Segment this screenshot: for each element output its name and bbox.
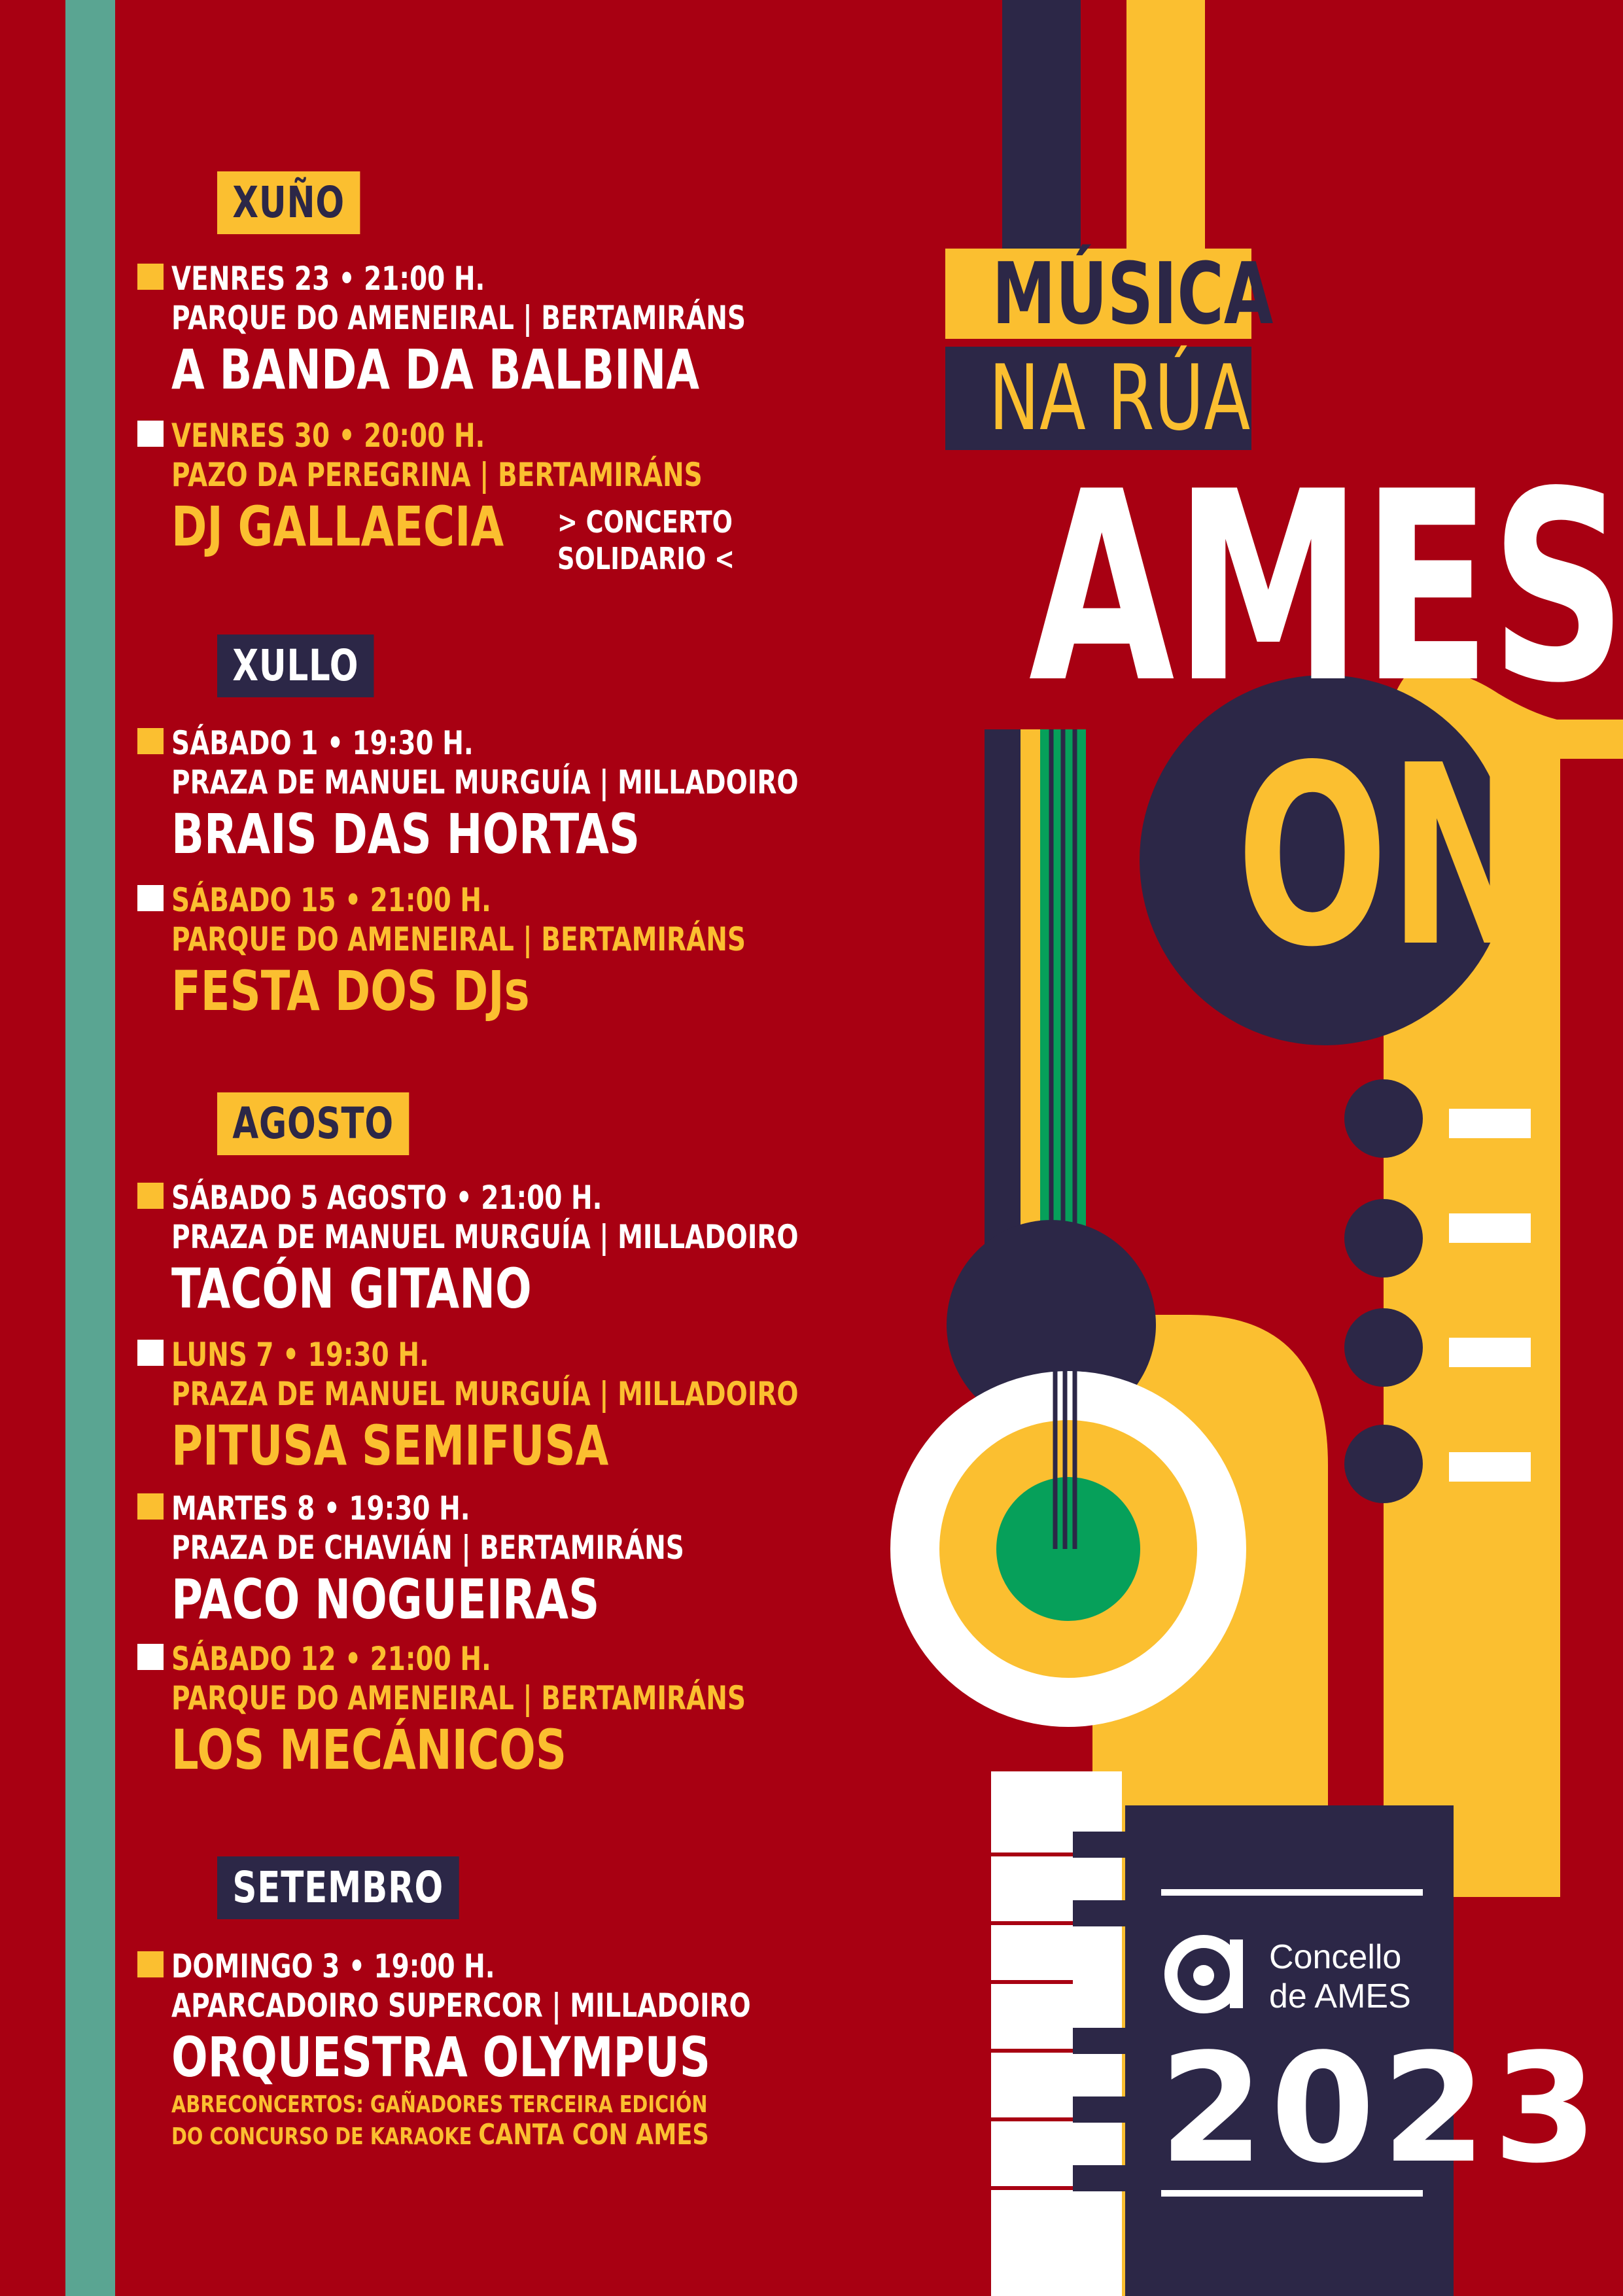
event-artist: PITUSA SEMIFUSA [171, 1414, 609, 1478]
event-item: SÁBADO 1 • 19:30 H. PRAZA DE MANUEL MURG… [137, 723, 975, 867]
event-item: LUNS 7 • 19:30 H. PRAZA DE MANUEL MURGUÍ… [137, 1334, 975, 1478]
decorative-teal-stripe [65, 0, 115, 2296]
event-place: PRAZA DE MANUEL MURGUÍA | MILLADOIRO [171, 1218, 799, 1256]
event-item: SÁBADO 15 • 21:00 H. PARQUE DO AMENEIRAL… [137, 880, 908, 1024]
month-xuno: XUÑO [217, 171, 360, 234]
title-musica: MÚSICA [945, 249, 1273, 339]
event-date: VENRES 23 • 21:00 H. [171, 260, 485, 298]
event-date: SÁBADO 12 • 21:00 H. [171, 1640, 491, 1678]
abreconcertos-line1: ABRECONCERTOS: GAÑADORES TERCEIRA EDICIÓ… [171, 2091, 708, 2118]
event-date: SÁBADO 1 • 19:30 H. [171, 724, 474, 762]
event-artist: LOS MECÁNICOS [171, 1718, 567, 1782]
brand-name: Concello de AMES [1269, 1938, 1411, 2015]
event-artist: A BANDA DA BALBINA [171, 338, 700, 402]
event-place: PRAZA DE CHAVIÁN | BERTAMIRÁNS [171, 1529, 684, 1567]
event-item: SÁBADO 12 • 21:00 H. PARQUE DO AMENEIRAL… [137, 1639, 908, 1783]
bullet-square [137, 728, 164, 754]
bullet-square [137, 1340, 164, 1366]
concello-logo-icon [1164, 1935, 1243, 2013]
event-artist: PACO NOGUEIRAS [171, 1567, 600, 1631]
event-artist: BRAIS DAS HORTAS [171, 802, 640, 866]
event-place: PARQUE DO AMENEIRAL | BERTAMIRÁNS [171, 920, 746, 958]
event-date: MARTES 8 • 19:30 H. [171, 1489, 470, 1527]
event-place: APARCADOIRO SUPERCOR | MILLADOIRO [171, 1987, 751, 2025]
year-label: 2023 [1159, 2022, 1605, 2197]
event-date: DOMINGO 3 • 19:00 H. [171, 1947, 495, 1985]
event-artist: DJ GALLAECIA [171, 495, 504, 559]
title-na-rua: NA RÚA [945, 347, 1251, 450]
event-date: VENRES 30 • 20:00 H. [171, 417, 485, 455]
month-agosto: AGOSTO [217, 1092, 410, 1155]
concerto-solidario-note: > CONCERTO SOLIDARIO < [557, 504, 735, 576]
event-place: PRAZA DE MANUEL MURGUÍA | MILLADOIRO [171, 1375, 799, 1413]
abreconcertos-line2: DO CONCURSO DE KARAOKE CANTA CON AMES [171, 2118, 709, 2151]
bullet-square [137, 1951, 164, 1977]
bullet-square [137, 1493, 164, 1520]
bullet-square [137, 264, 164, 290]
bullet-square [137, 421, 164, 447]
event-place: PAZO DA PEREGRINA | BERTAMIRÁNS [171, 456, 703, 494]
event-place: PRAZA DE MANUEL MURGUÍA | MILLADOIRO [171, 763, 799, 801]
event-item: SÁBADO 5 AGOSTO • 21:00 H. PRAZA DE MANU… [137, 1177, 975, 1321]
event-item: VENRES 30 • 20:00 H. PAZO DA PEREGRINA |… [137, 415, 852, 559]
event-place: PARQUE DO AMENEIRAL | BERTAMIRÁNS [171, 1679, 746, 1717]
month-xullo: XULLO [217, 635, 374, 697]
event-place: PARQUE DO AMENEIRAL | BERTAMIRÁNS [171, 299, 746, 337]
bullet-square [137, 885, 164, 911]
title-on: ON [1236, 712, 1539, 1001]
event-item: DOMINGO 3 • 19:00 H. APARCADOIRO SUPERCO… [137, 1946, 914, 2152]
event-date: SÁBADO 15 • 21:00 H. [171, 881, 491, 919]
month-setembro: SETEMBRO [217, 1856, 459, 1919]
event-artist: TACÓN GITANO [171, 1257, 532, 1321]
bullet-square [137, 1644, 164, 1670]
event-date: SÁBADO 5 AGOSTO • 21:00 H. [171, 1179, 602, 1217]
event-artist: ORQUESTRA OLYMPUS [171, 2025, 710, 2089]
bullet-square [137, 1183, 164, 1209]
event-item: VENRES 23 • 21:00 H. PARQUE DO AMENEIRAL… [137, 258, 908, 402]
title-ames: AMES [1028, 436, 1623, 740]
event-date: LUNS 7 • 19:30 H. [171, 1336, 429, 1374]
event-item: MARTES 8 • 19:30 H. PRAZA DE CHAVIÁN | B… [137, 1488, 829, 1632]
event-artist: FESTA DOS DJs [171, 959, 530, 1023]
